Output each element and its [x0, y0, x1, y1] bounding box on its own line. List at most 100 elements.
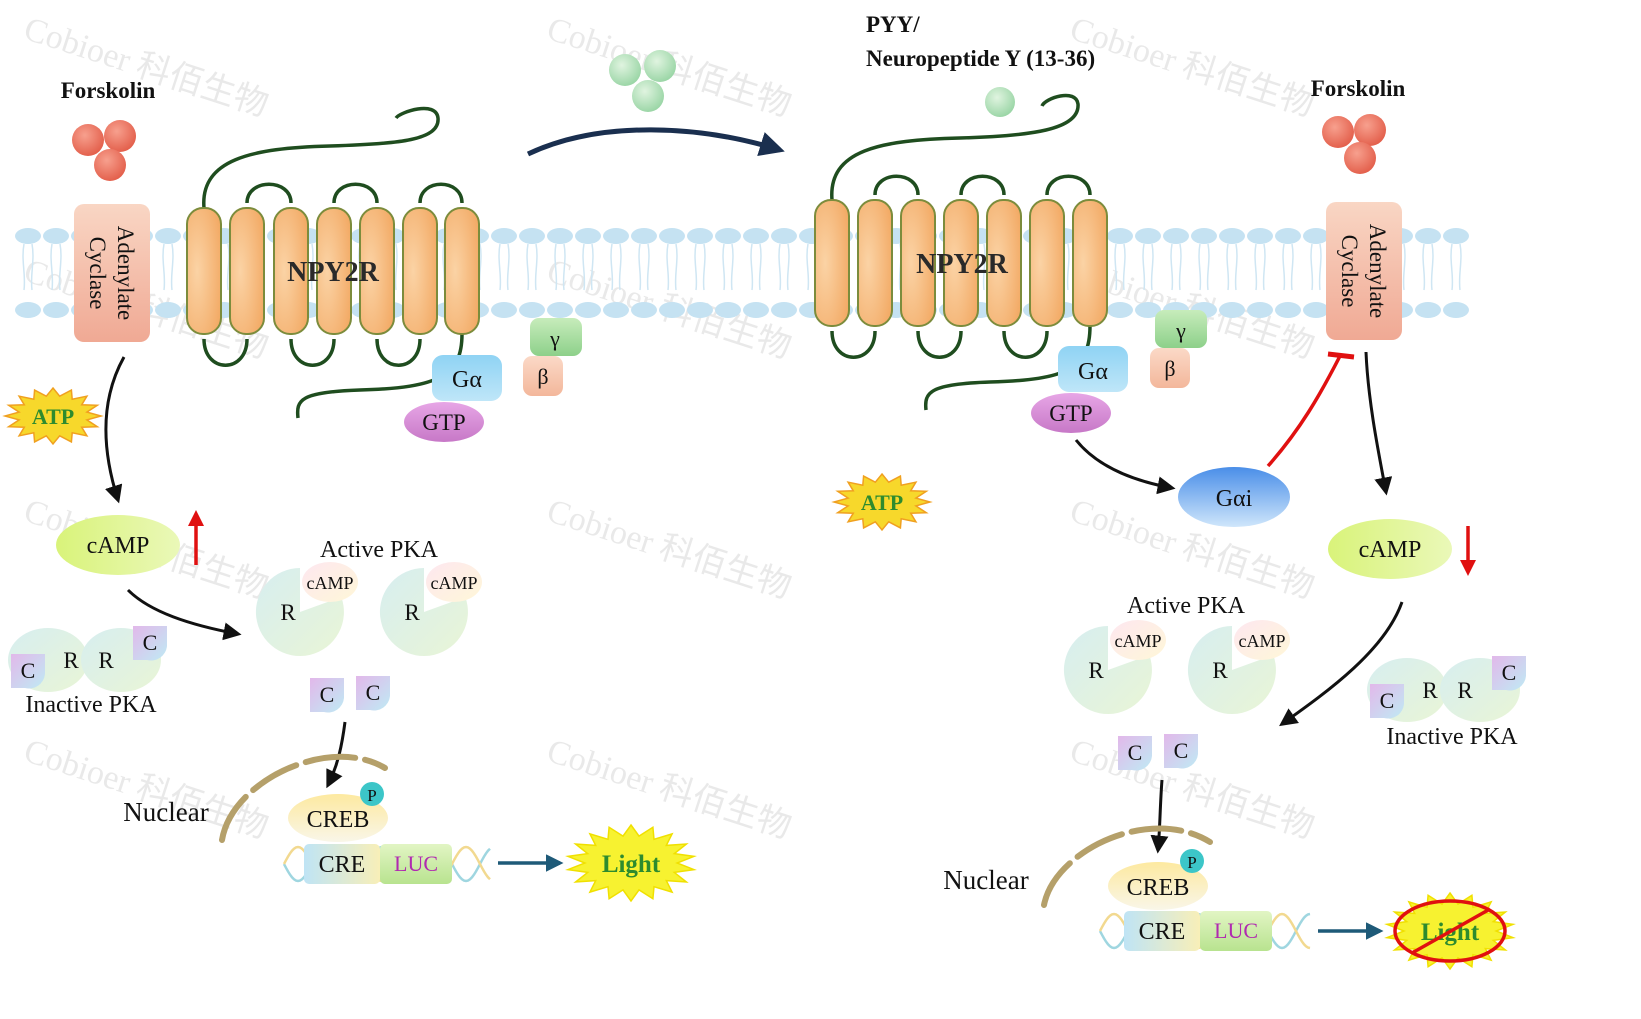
t-bar-inhibit-icon [1266, 351, 1355, 468]
lipid-head [687, 302, 713, 318]
right-active-pka-label: Active PKA [1127, 593, 1246, 619]
lipid-head [1415, 228, 1441, 244]
svg-text:Gα: Gα [1078, 359, 1108, 385]
lipid-head [771, 228, 797, 244]
lipid-tail [498, 243, 502, 291]
lipid-head [1303, 302, 1329, 318]
left-g-gamma: γ [530, 318, 582, 356]
lipid-tail [1206, 243, 1210, 291]
transmembrane-helix [900, 199, 936, 327]
lipid-head [1107, 302, 1133, 318]
svg-text:γ: γ [549, 326, 560, 351]
lipid-tail [554, 243, 558, 291]
lipid-head [155, 302, 181, 318]
lipid-tail [394, 243, 398, 291]
right-phospho: P [1180, 849, 1204, 873]
svg-text:CREB: CREB [1127, 875, 1190, 901]
pka-catalytic-subunit: C [11, 654, 45, 689]
lipid-head [1443, 228, 1469, 244]
right-g-alpha-i: Gαi [1178, 467, 1290, 527]
transmembrane-helix [943, 199, 979, 327]
lipid-tail [562, 243, 566, 291]
right-nuclear-membrane [1041, 825, 1213, 908]
left-inactive-pka-label: Inactive PKA [25, 692, 157, 718]
left-panel: Forskolin Adenylate Cyclase NPY2R Gα GTP… [2, 78, 697, 903]
ligand-molecules [609, 50, 676, 112]
lipid-tail [806, 243, 810, 291]
svg-text:β: β [537, 364, 548, 389]
lipid-head [491, 302, 517, 318]
lipid-head [1135, 302, 1161, 318]
right-inactive-pka-label: Inactive PKA [1386, 724, 1518, 750]
watermark-text: Cobioer 科佰生物 [20, 9, 273, 124]
ligand-label-line2: Neuropeptide Y (13-36) [866, 46, 1095, 71]
transmembrane-helix [444, 207, 480, 335]
transmembrane-helix [1029, 199, 1065, 327]
right-npy2r-receptor [814, 93, 1108, 411]
receptor-extracellular-loop [245, 182, 293, 204]
right-ac-line2: Cyclase [1337, 235, 1362, 308]
lipid-head [1303, 228, 1329, 244]
ligand-binding-arrow [526, 127, 785, 157]
pka-catalytic-subunit: C [1492, 656, 1526, 691]
lipid-head [771, 302, 797, 318]
svg-text:LUC: LUC [394, 851, 438, 876]
left-atp-burst: ATP [2, 386, 104, 446]
right-nuclear-label: Nuclear [943, 865, 1028, 895]
lipid-tail [1450, 243, 1454, 291]
lipid-head [715, 228, 741, 244]
left-ac-line1: Adenylate [113, 226, 138, 321]
lipid-head [743, 302, 769, 318]
lipid-head [603, 302, 629, 318]
receptor-intracellular-loop [375, 338, 422, 367]
lipid-head [631, 228, 657, 244]
right-cre-box: CRE [1124, 911, 1200, 951]
lipid-head [575, 302, 601, 318]
lipid-tail [638, 243, 642, 291]
lipid-head [1275, 302, 1301, 318]
bound-camp-label: cAMP [1238, 631, 1285, 651]
pka-r-label: R [1088, 658, 1104, 683]
lipid-tail [1170, 243, 1174, 291]
right-adenylate-cyclase: Adenylate Cyclase [1326, 202, 1402, 340]
lipid-tail [722, 243, 726, 291]
lipid-head [155, 228, 181, 244]
left-npy2r-receptor [186, 106, 480, 419]
lipid-tail [1262, 243, 1266, 291]
lipid-tail [750, 243, 754, 291]
lipid-head [15, 228, 41, 244]
svg-text:Gαi: Gαi [1216, 486, 1253, 512]
receptor-extracellular-loop [873, 174, 920, 196]
lipid-tail [1290, 243, 1294, 291]
right-receptor-label: NPY2R [916, 249, 1009, 280]
lipid-head [1247, 302, 1273, 318]
pka-catalytic-subunit: C [1118, 736, 1152, 771]
transmembrane-helix [229, 207, 265, 335]
right-atp-burst: ATP [831, 472, 933, 532]
lipid-tail [1198, 243, 1202, 291]
svg-text:Gα: Gα [452, 367, 482, 393]
left-receptor-label: NPY2R [287, 257, 380, 288]
receptor-extracellular-loop [1045, 174, 1092, 196]
lipid-head [1163, 228, 1189, 244]
lipid-head [43, 228, 69, 244]
lipid-tail [1114, 243, 1118, 291]
lipid-tail [982, 243, 986, 291]
watermark-text: Cobioer 科佰生物 [1066, 9, 1319, 124]
left-phospho: P [360, 782, 384, 806]
lipid-tail [58, 243, 62, 291]
lipid-tail [1254, 243, 1258, 291]
lipid-head [43, 302, 69, 318]
receptor-intracellular-loop [289, 338, 336, 367]
pka-r-label: R [1457, 678, 1473, 703]
transmembrane-helix [186, 207, 222, 335]
lipid-head [1191, 228, 1217, 244]
lipid-tail [170, 243, 174, 291]
pka-regulatory-subunit [379, 567, 468, 656]
lipid-tail [534, 243, 538, 291]
pka-r-label: R [63, 648, 79, 673]
svg-text:β: β [1164, 356, 1175, 381]
